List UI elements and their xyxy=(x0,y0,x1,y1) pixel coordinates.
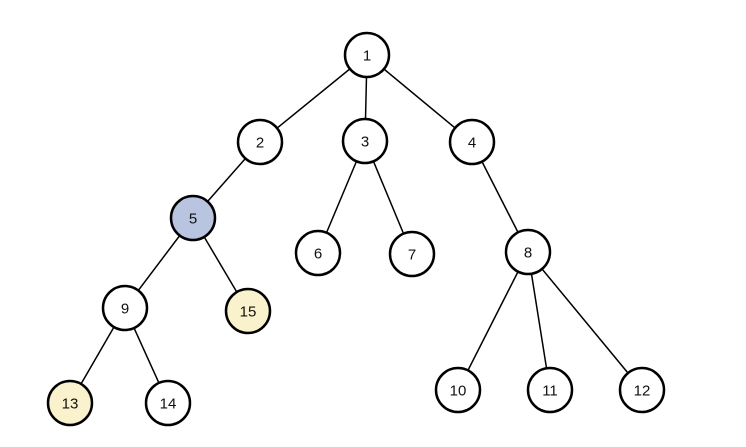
node-label-9: 9 xyxy=(121,301,129,318)
node-label-12: 12 xyxy=(634,383,651,400)
node-label-5: 5 xyxy=(189,211,197,228)
node-label-4: 4 xyxy=(468,135,476,152)
node-circle-8 xyxy=(504,228,552,276)
node-circle-4 xyxy=(448,118,496,166)
node-label-8: 8 xyxy=(524,245,532,262)
tree-node-15: 15 xyxy=(224,287,272,335)
node-label-15: 15 xyxy=(240,304,257,321)
node-label-14: 14 xyxy=(160,396,177,413)
node-circle-5 xyxy=(169,194,217,242)
node-circle-11 xyxy=(526,366,574,414)
node-circle-10 xyxy=(434,366,482,414)
node-label-7: 7 xyxy=(408,247,416,264)
tree-node-6: 6 xyxy=(294,229,342,277)
tree-node-5: 5 xyxy=(169,194,217,242)
edges-layer xyxy=(69,54,643,404)
edge-8-12 xyxy=(527,251,643,391)
tree-node-2: 2 xyxy=(236,118,284,166)
tree-node-14: 14 xyxy=(144,379,192,427)
node-label-1: 1 xyxy=(363,48,371,65)
node-circle-14 xyxy=(144,379,192,427)
tree-node-1: 1 xyxy=(343,31,391,79)
tree-node-13: 13 xyxy=(46,379,94,427)
node-label-2: 2 xyxy=(256,135,264,152)
node-circle-6 xyxy=(294,229,342,277)
tree-node-10: 10 xyxy=(434,366,482,414)
tree-node-3: 3 xyxy=(341,117,389,165)
edge-8-11 xyxy=(527,251,551,391)
tree-node-4: 4 xyxy=(448,118,496,166)
node-circle-15 xyxy=(224,287,272,335)
node-label-10: 10 xyxy=(450,383,467,400)
tree-node-12: 12 xyxy=(618,366,666,414)
node-label-11: 11 xyxy=(542,383,558,400)
node-circle-9 xyxy=(101,284,149,332)
node-circle-1 xyxy=(343,31,391,79)
node-circle-3 xyxy=(341,117,389,165)
tree-node-11: 11 xyxy=(526,366,574,414)
edge-8-10 xyxy=(457,251,529,391)
node-circle-13 xyxy=(46,379,94,427)
node-label-6: 6 xyxy=(314,246,322,263)
tree-node-7: 7 xyxy=(388,230,436,278)
node-circle-7 xyxy=(388,230,436,278)
tree-node-8: 8 xyxy=(504,228,552,276)
node-label-3: 3 xyxy=(361,134,369,151)
tree-node-9: 9 xyxy=(101,284,149,332)
node-label-13: 13 xyxy=(62,396,79,413)
node-circle-2 xyxy=(236,118,284,166)
node-circle-12 xyxy=(618,366,666,414)
